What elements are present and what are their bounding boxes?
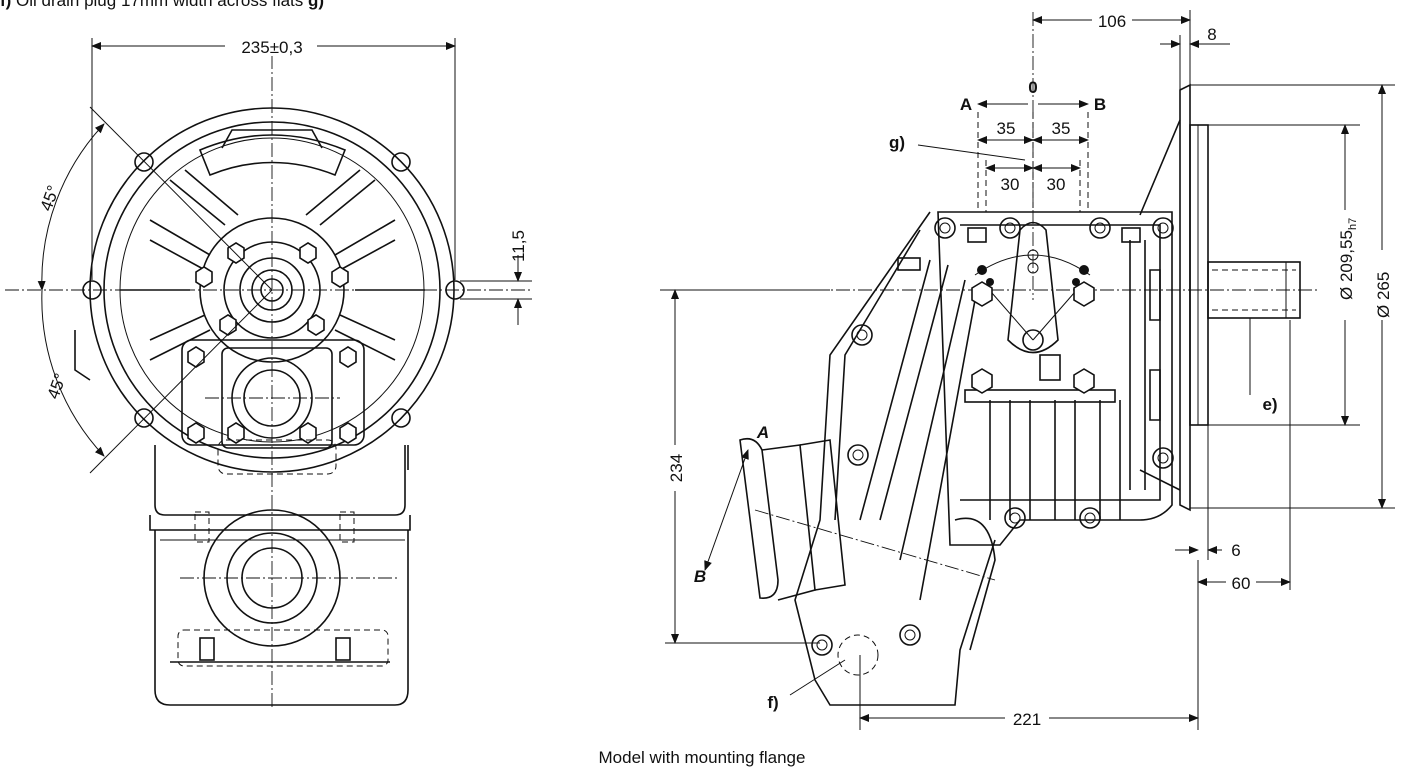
flange-holes [82,152,465,428]
dim-221: 221 f) [767,560,1199,730]
selector-lever [1007,221,1059,354]
dim-shift-travel: 0 A B 35 35 30 30 g) [889,78,1106,212]
zero-label: 0 [1028,78,1037,97]
dim-diameters: Ø 209,55h7 Ø 265 e) [1190,84,1395,509]
dim-106: 106 [1032,10,1191,85]
header-note: f) Oil drain plug 17mm width across flat… [0,0,324,11]
dim-35-right: 35 [1052,119,1071,138]
dim-235-label: 235±0,3 [241,38,302,57]
gear-bolts [187,346,357,444]
dim-35-left: 35 [997,119,1016,138]
dim-234-label: 234 [667,454,686,482]
dir-a-label: A [960,95,972,114]
dim-6-label: 6 [1231,541,1240,560]
label-e: e) [1262,395,1277,414]
rot-b-label: B [694,567,706,586]
dim-8: 8 [1160,25,1230,90]
dia-209-label: Ø 209,55h7 [1337,218,1359,300]
dir-b-label: B [1094,95,1106,114]
dim-60-label: 60 [1232,574,1251,593]
dim-234: 234 [664,289,830,644]
dim-6-60: 6 60 [1175,320,1291,593]
hub-bolts [195,242,349,336]
dim-30-right: 30 [1047,175,1066,194]
mounting-flange [1179,83,1191,512]
drawing-caption: Model with mounting flange [598,748,806,767]
label-f: f) [767,693,778,712]
note-text: Oil drain plug 17mm width across flats [11,0,308,10]
front-spokes [120,169,425,361]
side-bolts [811,217,1174,656]
dia-265-label: Ø 265 [1374,272,1393,318]
rot-a-label: A [756,423,769,442]
rotation-arrow: A B [694,423,769,586]
oil-drain-plug [837,634,879,676]
dim-30-left: 30 [1001,175,1020,194]
housing-ribs [859,240,1146,601]
angle-top-label: 45° [37,183,64,214]
note-label-f: f) [0,0,12,10]
dim-106-label: 106 [1098,12,1126,31]
dim-221-label: 221 [1013,710,1041,729]
dim-11-5: 11,5 [460,230,532,325]
angle-bottom-label: 45° [44,371,71,402]
side-view: 106 8 0 A B 35 35 [660,10,1395,730]
dim-8-label: 8 [1207,25,1216,44]
offset-label: 11,5 [509,230,528,262]
front-view: 235±0,3 45° 45° 11,5 [5,36,532,710]
input-housing [739,437,779,599]
label-g: g) [889,133,905,152]
note-label-g: g) [308,0,325,10]
output-shaft [1207,261,1301,319]
